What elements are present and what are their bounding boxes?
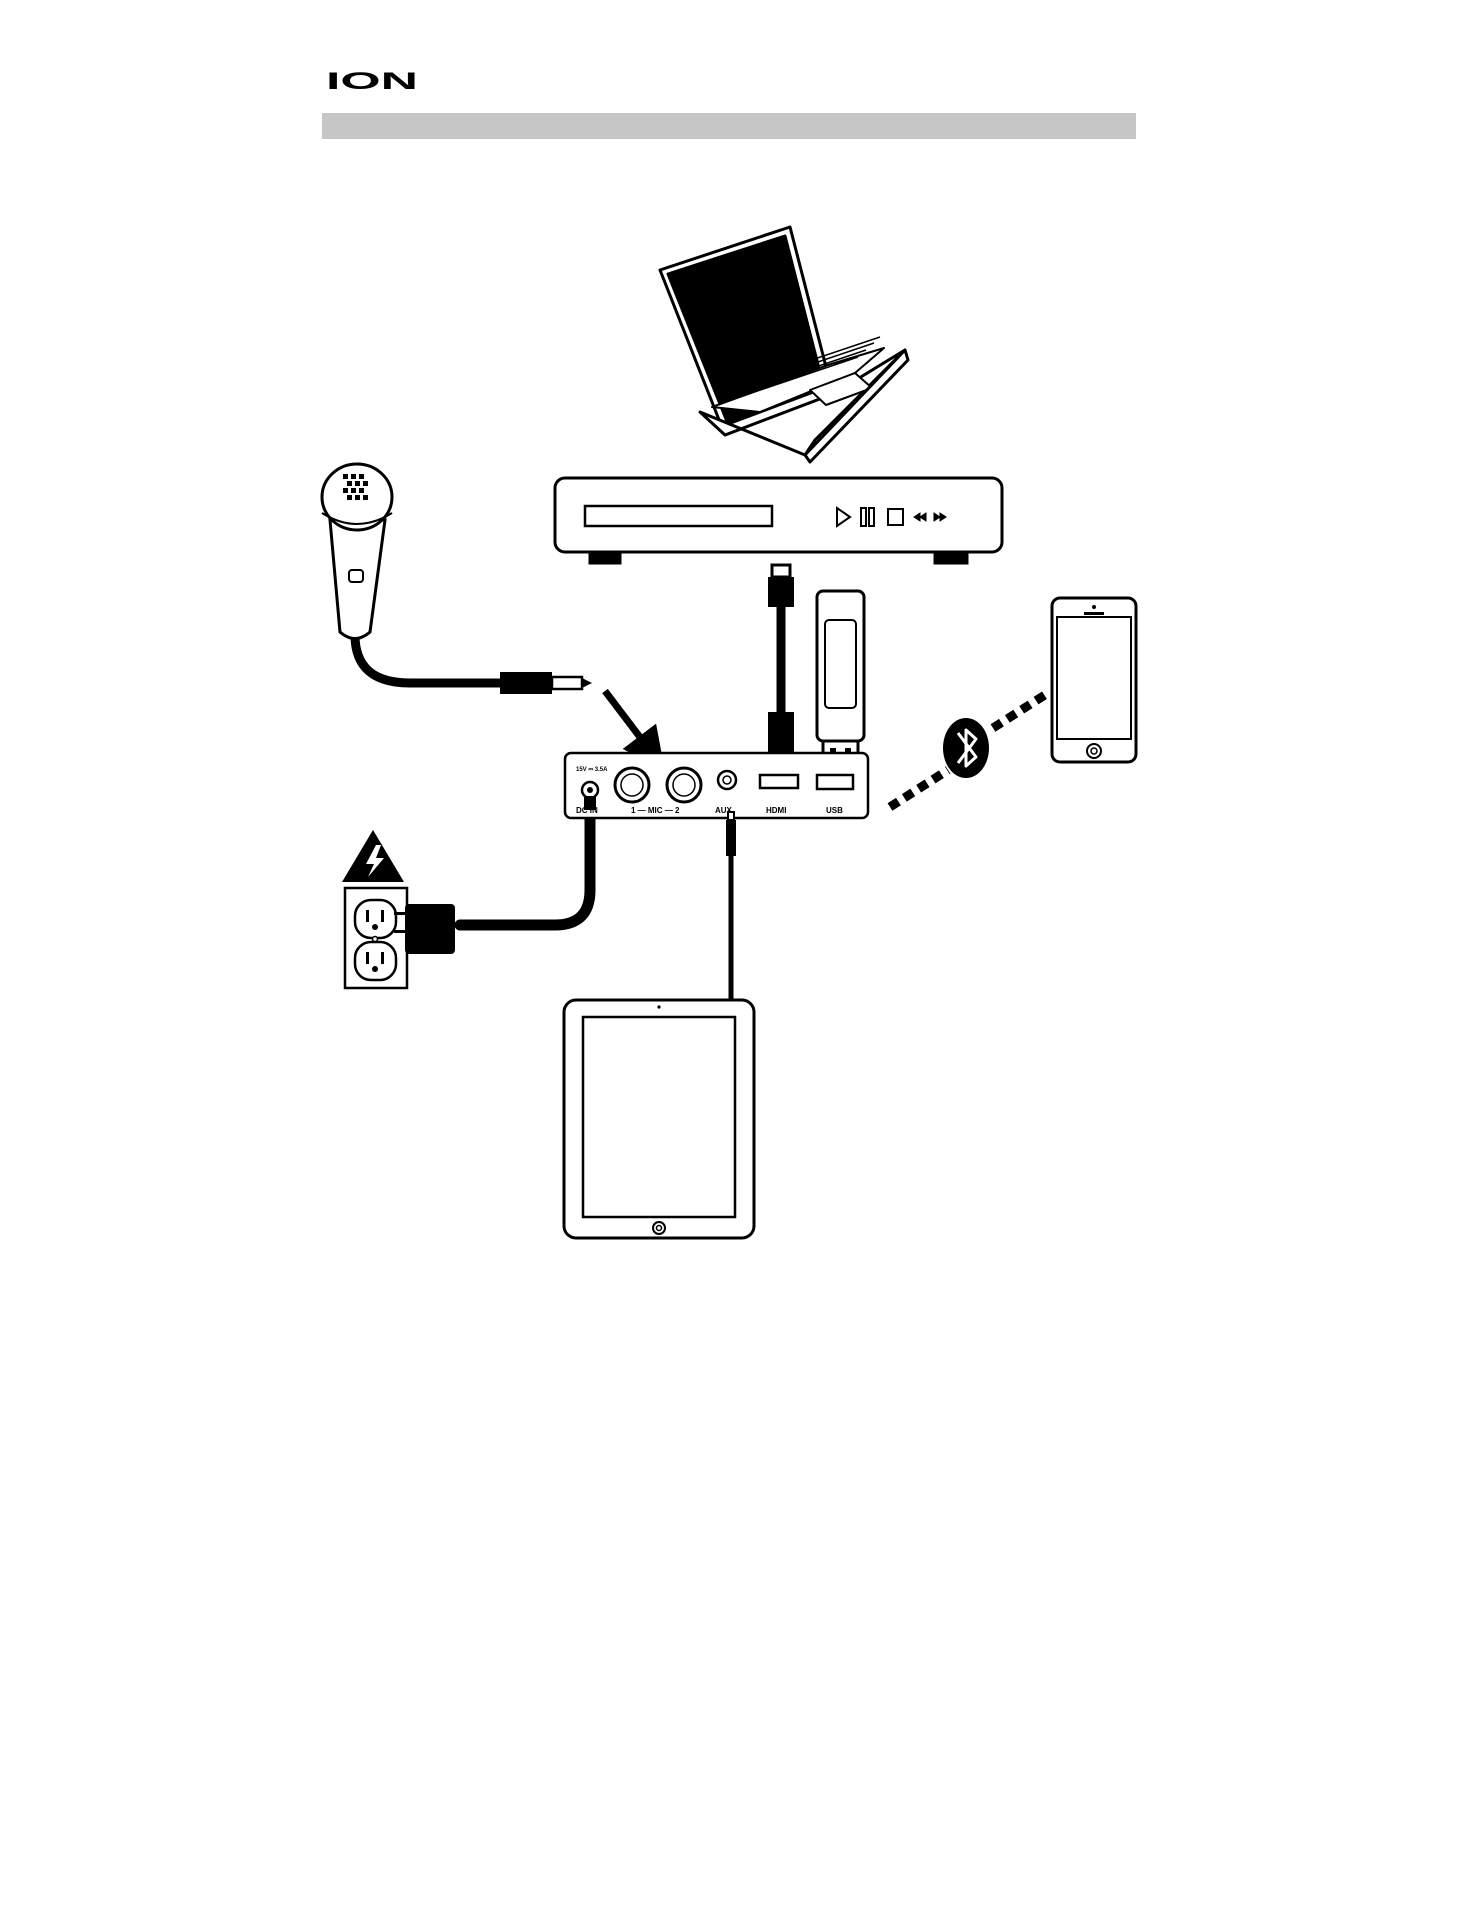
dc-plug — [584, 796, 596, 810]
power-outlet-icon — [345, 888, 407, 988]
rear-panel: 15V ⎓ 3.5A DC IN 1 — MIC — 2 AUX HDMI US… — [565, 753, 868, 818]
bluetooth-icon — [943, 718, 989, 778]
hdmi-port — [760, 775, 798, 788]
microphone-icon — [322, 464, 392, 639]
hdmi-connector-top — [768, 565, 794, 607]
insert-arrow — [605, 691, 652, 753]
bluetooth-link-left — [890, 770, 948, 807]
bluetooth-link-right — [993, 693, 1048, 728]
usb-port — [817, 775, 853, 789]
mic-label: 1 — MIC — 2 — [631, 806, 680, 815]
electrical-warning-icon — [342, 830, 404, 882]
hdmi-label: HDMI — [766, 806, 786, 815]
mic-cable — [355, 635, 500, 683]
tablet-icon — [564, 1000, 754, 1238]
aux-plug — [726, 812, 736, 856]
media-player-icon — [555, 478, 1002, 563]
usb-label: USB — [826, 806, 843, 815]
usb-drive-icon — [817, 591, 864, 767]
laptop-icon — [660, 227, 908, 462]
quarter-inch-plug — [500, 672, 592, 694]
smartphone-icon — [1052, 598, 1136, 762]
dc-rating-label: 15V ⎓ 3.5A — [576, 767, 608, 773]
